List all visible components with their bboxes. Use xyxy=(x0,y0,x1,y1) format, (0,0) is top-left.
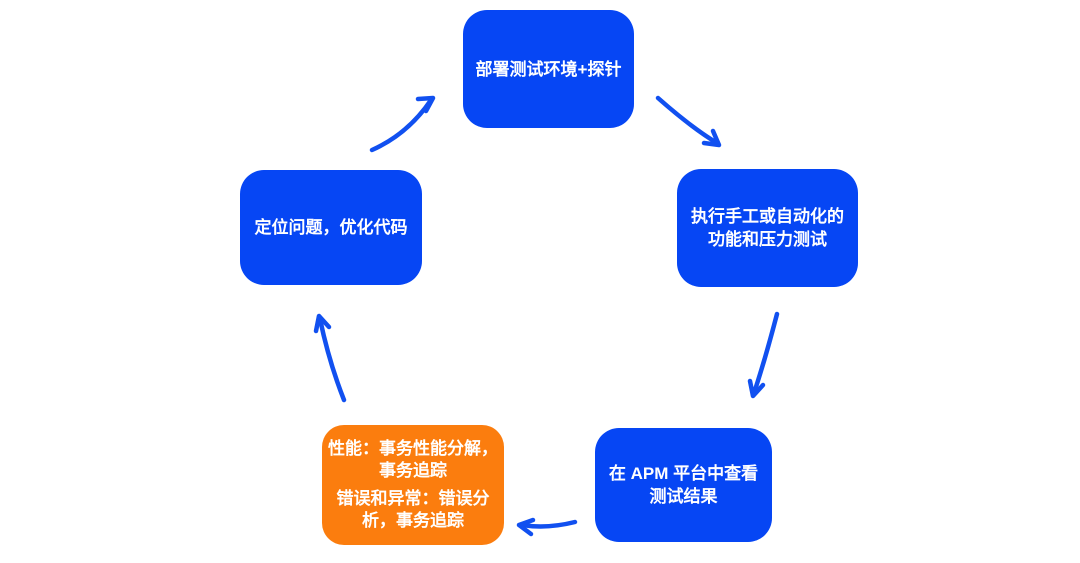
node-analysis-details: 性能：事务性能分解， 事务追踪 错误和异常：错误分 析，事务追踪 xyxy=(322,425,504,545)
node-fix-code-label: 定位问题，优化代码 xyxy=(254,218,408,237)
node-view-results-label-line1: 在 APM 平台中查看 xyxy=(608,464,759,483)
node-deploy-env-label: 部署测试环境+探针 xyxy=(475,59,622,79)
node-fix-code: 定位问题，优化代码 xyxy=(240,170,422,285)
node-run-tests: 执行手工或自动化的 功能和压力测试 xyxy=(677,169,858,287)
arrow-view-to-analysis xyxy=(516,517,578,537)
node-deploy-env: 部署测试环境+探针 xyxy=(463,10,634,128)
arrow-analysis-to-fix xyxy=(313,313,347,403)
node-run-tests-label-line2: 功能和压力测试 xyxy=(708,230,827,249)
arrow-deploy-to-execute xyxy=(655,95,722,148)
analysis-perf-line1: 性能：事务性能分解， xyxy=(328,439,498,458)
arrow-fix-to-deploy xyxy=(369,95,436,153)
analysis-perf-line2: 事务追踪 xyxy=(379,461,447,480)
arrow-execute-to-view xyxy=(747,311,780,399)
analysis-error-line1: 错误和异常：错误分 xyxy=(336,489,490,508)
analysis-error-line2: 析，事务追踪 xyxy=(362,511,464,530)
node-view-results: 在 APM 平台中查看 测试结果 xyxy=(595,428,772,542)
node-view-results-label-line2: 测试结果 xyxy=(649,487,718,506)
node-run-tests-label-line1: 执行手工或自动化的 xyxy=(691,207,844,226)
